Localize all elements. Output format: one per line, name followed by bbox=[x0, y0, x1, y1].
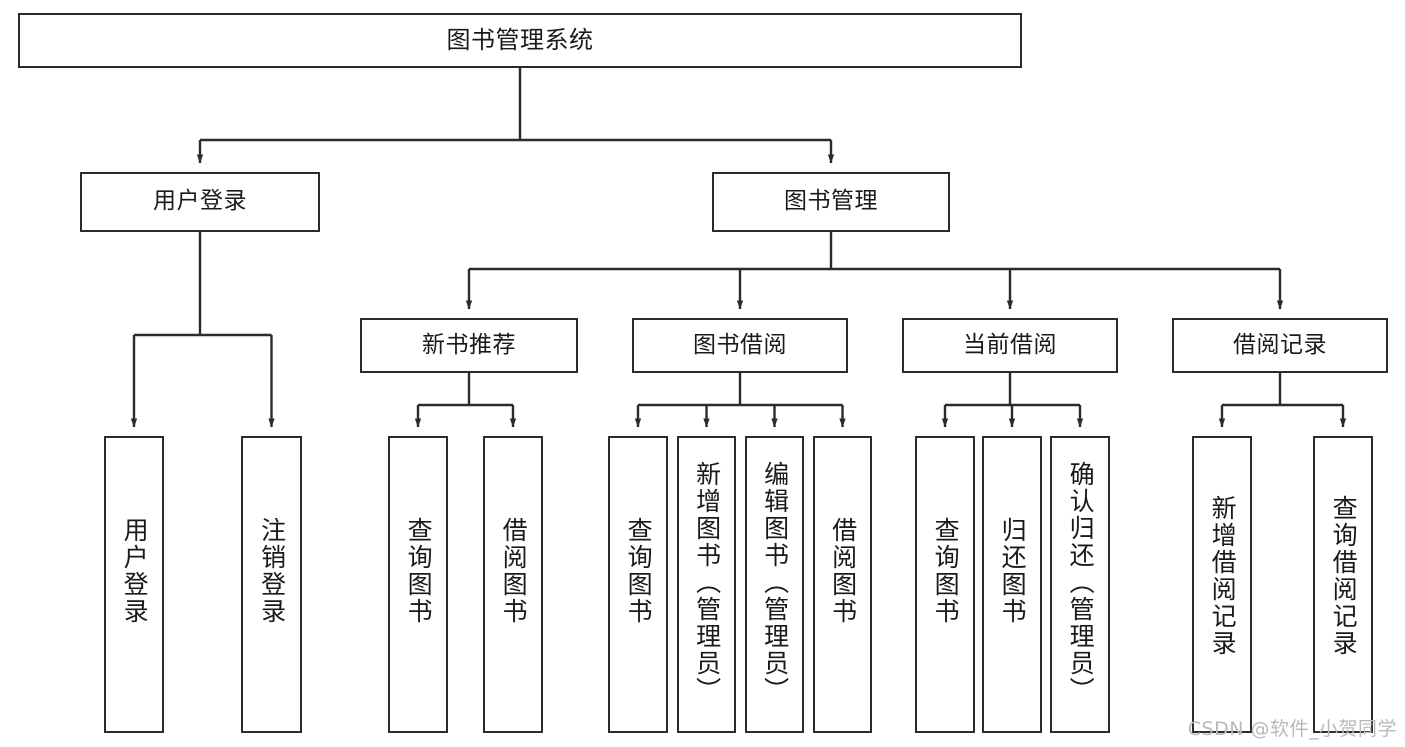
node-label: 新增图书（管理员） bbox=[692, 461, 722, 704]
node-root[interactable]: 图书管理系统 bbox=[18, 13, 1022, 68]
node-leaf-edit-book[interactable]: 编辑图书（管理员） bbox=[745, 436, 804, 733]
node-label: 图书管理 bbox=[784, 188, 878, 215]
node-new-book-recommend[interactable]: 新书推荐 bbox=[360, 318, 578, 373]
node-label: 注销登录 bbox=[257, 517, 287, 625]
node-label: 新增借阅记录 bbox=[1208, 495, 1238, 657]
node-label: 查询图书 bbox=[404, 517, 434, 625]
node-label: 图书借阅 bbox=[693, 331, 787, 358]
node-label: 图书管理系统 bbox=[446, 26, 594, 55]
node-leaf-add-book[interactable]: 新增图书（管理员） bbox=[677, 436, 736, 733]
node-borrow-record[interactable]: 借阅记录 bbox=[1172, 318, 1388, 373]
node-leaf-return-book[interactable]: 归还图书 bbox=[982, 436, 1042, 733]
node-book-manage[interactable]: 图书管理 bbox=[712, 172, 950, 232]
node-leaf-user-login[interactable]: 用户登录 bbox=[104, 436, 164, 733]
node-label: 借阅图书 bbox=[828, 517, 858, 625]
node-leaf-query-book-borrow[interactable]: 查询图书 bbox=[608, 436, 668, 733]
node-label: 归还图书 bbox=[998, 517, 1028, 625]
node-label: 查询图书 bbox=[624, 517, 654, 625]
node-leaf-query-borrow-record[interactable]: 查询借阅记录 bbox=[1313, 436, 1373, 733]
node-label: 新书推荐 bbox=[422, 331, 516, 358]
node-leaf-logout[interactable]: 注销登录 bbox=[241, 436, 302, 733]
node-label: 查询图书 bbox=[931, 517, 961, 625]
node-leaf-borrow-book-recommend[interactable]: 借阅图书 bbox=[483, 436, 543, 733]
node-book-borrow[interactable]: 图书借阅 bbox=[632, 318, 848, 373]
watermark: CSDN @软件_小贺同学 bbox=[1187, 718, 1397, 740]
node-leaf-confirm-return[interactable]: 确认归还（管理员） bbox=[1050, 436, 1110, 733]
node-user-login[interactable]: 用户登录 bbox=[80, 172, 320, 232]
node-label: 当前借阅 bbox=[963, 331, 1057, 358]
node-leaf-borrow-book[interactable]: 借阅图书 bbox=[813, 436, 872, 733]
node-current-borrow[interactable]: 当前借阅 bbox=[902, 318, 1118, 373]
node-label: 借阅图书 bbox=[499, 517, 529, 625]
node-label: 查询借阅记录 bbox=[1329, 495, 1359, 657]
node-label: 编辑图书（管理员） bbox=[760, 461, 790, 704]
node-leaf-query-book-current[interactable]: 查询图书 bbox=[915, 436, 975, 733]
node-label: 借阅记录 bbox=[1233, 331, 1327, 358]
node-leaf-query-book-recommend[interactable]: 查询图书 bbox=[388, 436, 448, 733]
node-label: 用户登录 bbox=[120, 517, 150, 625]
node-label: 用户登录 bbox=[153, 188, 247, 215]
node-leaf-add-borrow-record[interactable]: 新增借阅记录 bbox=[1192, 436, 1252, 733]
node-label: 确认归还（管理员） bbox=[1066, 461, 1096, 704]
